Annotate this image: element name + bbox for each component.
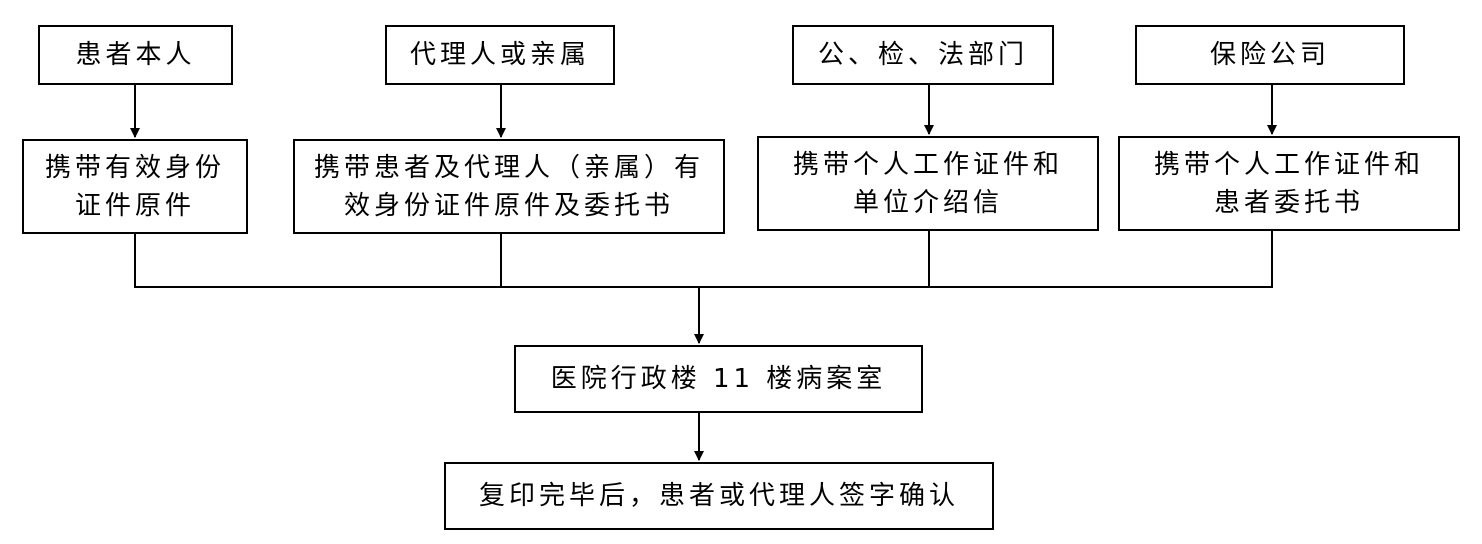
requirement-text-agent: 携带患者及代理人（亲属）有 效身份证件原件及委托书	[313, 152, 704, 221]
source-box-self: 患者本人	[38, 25, 233, 85]
requirement-box-insurance: 携带个人工作证件和 患者委托书	[1118, 136, 1460, 231]
requirement-box-legal: 携带个人工作证件和 单位介绍信	[757, 136, 1099, 231]
location-box: 医院行政楼 11 楼病案室	[514, 345, 923, 413]
source-box-agent: 代理人或亲属	[385, 25, 615, 85]
source-box-insurance: 保险公司	[1135, 25, 1405, 85]
requirement-box-agent: 携带患者及代理人（亲属）有 效身份证件原件及委托书	[293, 139, 725, 234]
source-label-self: 患者本人	[75, 40, 196, 70]
requirement-box-self: 携带有效身份 证件原件	[22, 139, 248, 234]
source-label-legal: 公、检、法部门	[817, 40, 1028, 70]
source-label-agent: 代理人或亲属	[409, 40, 590, 70]
source-box-legal: 公、检、法部门	[792, 25, 1054, 85]
location-text: 医院行政楼 11 楼病案室	[550, 364, 887, 394]
final-step-text: 复印完毕后，患者或代理人签字确认	[478, 481, 959, 511]
requirement-text-legal: 携带个人工作证件和 单位介绍信	[792, 149, 1063, 218]
requirement-text-self: 携带有效身份 证件原件	[44, 152, 225, 221]
final-step-box: 复印完毕后，患者或代理人签字确认	[444, 462, 994, 530]
requirement-text-insurance: 携带个人工作证件和 患者委托书	[1153, 149, 1424, 218]
source-label-insurance: 保险公司	[1209, 40, 1330, 70]
